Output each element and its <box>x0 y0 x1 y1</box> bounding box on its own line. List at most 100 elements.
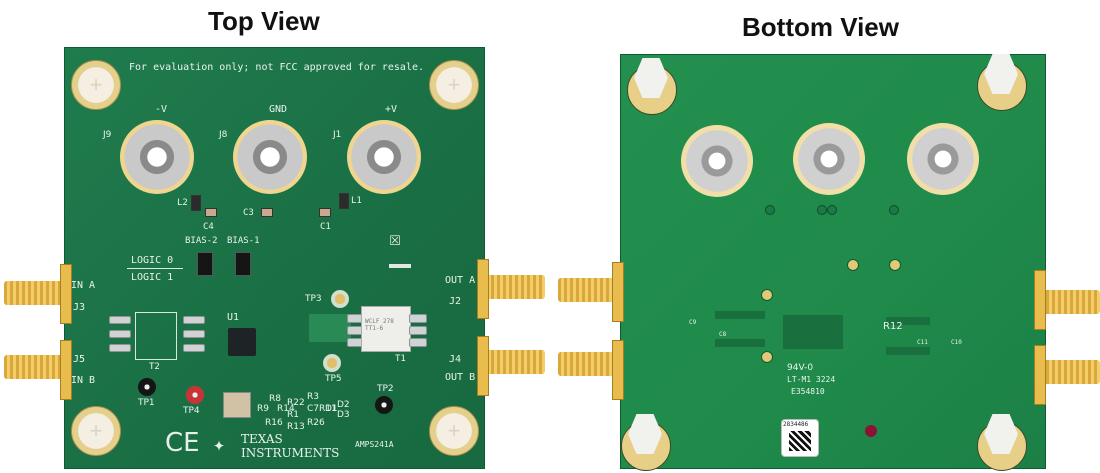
top-view-title: Top View <box>208 6 320 36</box>
ce-mark: CE <box>165 428 200 458</box>
cap-c1 <box>319 208 331 217</box>
test-point-tp5[interactable] <box>323 354 341 372</box>
test-point-tp4[interactable] <box>186 386 204 404</box>
label-bias-2: BIAS-2 <box>185 236 218 246</box>
t1-pad-4 <box>409 314 427 323</box>
label-r12: R12 <box>883 321 903 332</box>
label-tp3: TP3 <box>305 294 322 304</box>
label-c3: C3 <box>243 208 254 218</box>
sma-bottom-left-b-flange <box>612 340 624 400</box>
via-3 <box>847 259 859 271</box>
t1-pad-5 <box>409 326 427 335</box>
label-plus-v: +V <box>385 104 398 115</box>
label-c1: C1 <box>320 222 331 232</box>
t2-pad-2 <box>109 330 131 338</box>
via-1 <box>761 289 773 301</box>
label-j4: J4 <box>449 354 462 365</box>
label-logic-1: LOGIC 1 <box>131 272 174 283</box>
component-r17 <box>223 392 251 418</box>
sma-out-b-flange <box>477 336 489 396</box>
weee-bar <box>389 264 411 268</box>
t1-pad-6 <box>409 338 427 347</box>
label-c4: C4 <box>203 222 214 232</box>
test-point-tp1[interactable] <box>138 378 156 396</box>
via-4 <box>889 259 901 271</box>
t2-pad-5 <box>183 330 205 338</box>
t2-pad-3 <box>109 344 131 352</box>
label-tp4: TP4 <box>183 406 200 416</box>
refdes-r26: R26 <box>307 418 325 428</box>
mounting-hole-tl <box>71 60 121 110</box>
banana-jack-j9[interactable] <box>120 120 194 194</box>
sma-out-a-flange <box>477 259 489 319</box>
mounting-hole-bl <box>71 406 121 456</box>
sma-bottom-right-b-flange <box>1034 345 1046 405</box>
label-out-b: OUT B <box>445 372 476 383</box>
sma-bottom-left-b[interactable] <box>558 352 618 376</box>
label-j5: J5 <box>73 354 86 365</box>
banana-jack-j1[interactable] <box>347 120 421 194</box>
label-t2: T2 <box>149 362 160 372</box>
sma-bottom-right-b[interactable] <box>1040 360 1100 384</box>
test-point-tp2[interactable] <box>375 396 393 414</box>
sma-out-a[interactable] <box>485 275 545 299</box>
label-in-a: IN A <box>71 280 96 291</box>
label-tp5: TP5 <box>325 374 342 384</box>
label-minus-v: -V <box>155 104 168 115</box>
label-out-a: OUT A <box>445 275 476 286</box>
label-c10: C10 <box>951 339 962 346</box>
sma-bottom-left-a[interactable] <box>558 278 618 302</box>
label-j2: J2 <box>449 296 462 307</box>
fcc-notice: For evaluation only; not FCC approved fo… <box>129 62 425 73</box>
via-cluster-2 <box>817 205 827 215</box>
bottom-trace-center <box>783 315 843 349</box>
bottom-view-title: Bottom View <box>742 12 899 42</box>
standoff-tl <box>627 65 677 115</box>
qr-code <box>789 431 811 451</box>
sma-bottom-right-a[interactable] <box>1040 290 1100 314</box>
sma-in-b[interactable] <box>4 355 64 379</box>
banana-jack-j8[interactable] <box>233 120 307 194</box>
ul-code: LT-M1 3224 <box>787 375 836 384</box>
refdes-d1: D1 <box>325 404 338 414</box>
ul-file-number: E354810 <box>791 387 825 396</box>
bottom-view-board: R12 C9 C8 C11 C10 94V-0 LT-M1 3224 E3548… <box>620 54 1046 471</box>
label-logic-0: LOGIC 0 <box>131 255 174 266</box>
test-point-tp3[interactable] <box>331 290 349 308</box>
label-j9: J9 <box>103 130 112 140</box>
label-c8: C8 <box>719 331 727 338</box>
red-dot <box>865 425 877 437</box>
inductor-l2 <box>191 195 201 211</box>
via-cluster-1 <box>765 205 775 215</box>
label-gnd: GND <box>269 104 288 115</box>
sma-in-a[interactable] <box>4 281 64 305</box>
ti-name-line2: INSTRUMENTS <box>241 446 340 460</box>
t1-marking: WCLF 278 TT1-6 <box>365 318 394 332</box>
bottom-trace-right-2 <box>886 347 930 355</box>
label-l1: L1 <box>351 196 362 206</box>
mounting-hole-tr <box>429 60 479 110</box>
t2-pad-6 <box>183 344 205 352</box>
serial-number: 2834486 <box>783 421 809 428</box>
sma-out-b[interactable] <box>485 350 545 374</box>
standoff-bl <box>621 421 671 471</box>
bottom-trace-left-2 <box>715 339 765 347</box>
label-j3: J3 <box>73 302 86 313</box>
label-u1: U1 <box>227 312 240 323</box>
label-j1: J1 <box>333 130 342 140</box>
ti-logo-icon: ✦ <box>213 432 226 456</box>
jumper-bias-1[interactable] <box>235 252 251 276</box>
refdes-c7: C7 <box>307 404 320 414</box>
sma-in-a-flange <box>60 264 72 324</box>
board-part-number: AMPS241A <box>355 440 394 449</box>
standoff-br <box>977 421 1027 471</box>
weee-bin-icon: ☒ <box>389 226 402 250</box>
label-in-b: IN B <box>71 375 96 386</box>
label-tp2: TP2 <box>377 384 394 394</box>
label-c9: C9 <box>689 319 697 326</box>
banana-nut-center <box>793 123 865 195</box>
bottom-trace-left <box>715 311 765 319</box>
mounting-hole-br <box>429 406 479 456</box>
jumper-bias-2[interactable] <box>197 252 213 276</box>
t2-pad-1 <box>109 316 131 324</box>
